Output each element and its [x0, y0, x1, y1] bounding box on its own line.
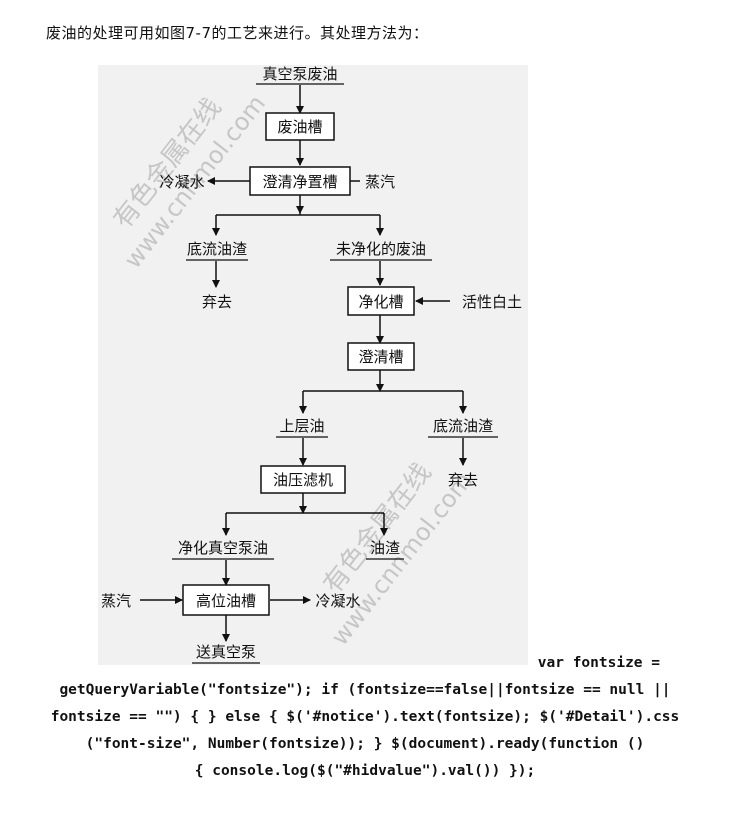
clarification-tank-box: [347, 342, 415, 371]
code-snippet: var fontsize = getQueryVariable("fontsiz…: [30, 650, 700, 785]
discard-label-1: 弃去: [202, 293, 232, 311]
activated-clay-label: 活性白土: [462, 293, 522, 311]
purified-vacuum-oil-label: 净化真空泵油: [178, 539, 268, 557]
steam-label-1: 蒸汽: [365, 173, 395, 191]
vacuum-pump-oil-label: 真空泵废油: [262, 65, 337, 83]
code-line-2: getQueryVariable("fontsize"); if (fontsi…: [59, 682, 671, 698]
code-line-3: fontsize == "") { } else { $('#notice').…: [50, 709, 680, 725]
split-line-1: [216, 213, 380, 216]
code-line-4: ("font-size", Number(fontsize)); } $(doc…: [85, 736, 645, 752]
flow-connectors: [140, 85, 467, 642]
waste-oil-tank-label: 废油槽: [277, 118, 322, 136]
settling-tank-label: 澄清净置槽: [262, 173, 337, 191]
bottom-sludge-label-1: 底流油渣: [187, 240, 247, 258]
code-line-5: { console.log($("#hidvalue").val()) });: [194, 763, 536, 779]
condensate-water-label-2: 冷凝水: [315, 592, 360, 610]
clarification-tank-label: 澄清槽: [358, 348, 403, 366]
upper-oil-label: 上层油: [279, 417, 324, 435]
settling-tank-box: [249, 166, 351, 196]
label-underlines: [172, 83, 498, 664]
node-labels: 真空泵废油 废油槽 澄清净置槽 冷凝水 蒸汽 底流油渣 未净化的废油 弃去 净化…: [101, 65, 522, 661]
high-oil-tank-box: [182, 584, 270, 616]
condensate-water-label-1: 冷凝水: [159, 173, 204, 191]
discard-label-2: 弃去: [448, 471, 478, 489]
intro-text: 废油的处理可用如图7-7的工艺来进行。其处理方法为：: [46, 24, 429, 42]
code-line-1: var fontsize =: [537, 655, 660, 671]
flow-diagram: 有色金属在线 www.cnnmol.com 有色金属在线 www.cnnmol.…: [101, 65, 522, 664]
flow-diagram-panel: 有色金属在线 www.cnnmol.com 有色金属在线 www.cnnmol.…: [98, 65, 528, 665]
oil-filter-press-label: 油压滤机: [273, 471, 333, 489]
steam-label-2: 蒸汽: [101, 592, 131, 610]
waste-oil-tank-box: [265, 112, 335, 141]
oil-filter-press-box: [260, 465, 346, 494]
process-boxes: [182, 112, 415, 616]
high-oil-tank-label: 高位油槽: [196, 592, 256, 610]
send-to-pump-label: 送真空泵: [196, 643, 256, 661]
bottom-sludge-label-2: 底流油渣: [433, 417, 493, 435]
purification-tank-box: [347, 286, 415, 316]
purification-tank-label: 净化槽: [358, 293, 403, 311]
oil-residue-label: 油渣: [370, 539, 400, 557]
unpurified-oil-label: 未净化的废油: [336, 240, 426, 258]
